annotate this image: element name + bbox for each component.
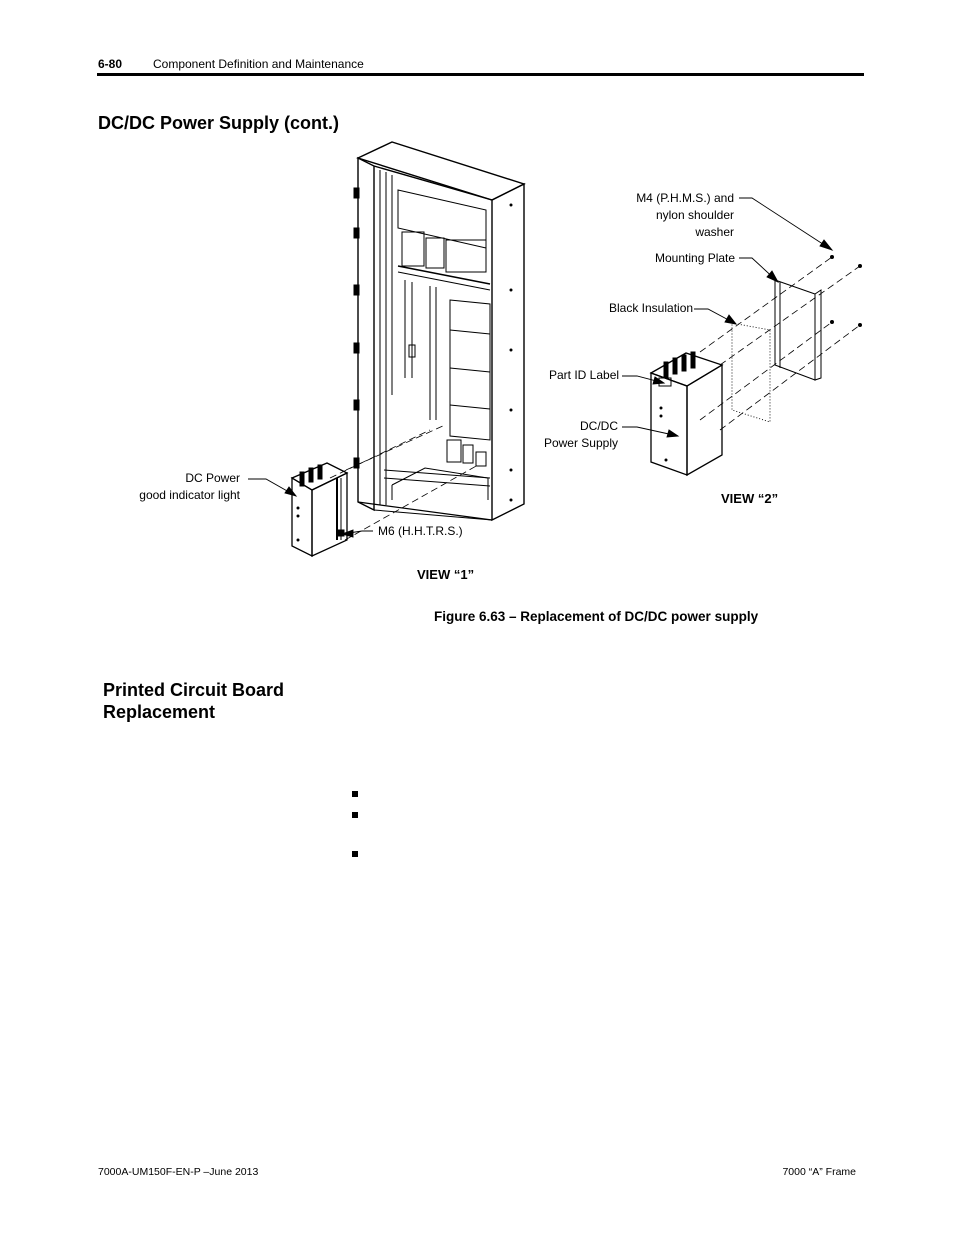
chapter-title: Component Definition and Maintenance bbox=[153, 57, 364, 71]
section-title-pcb-line2: Replacement bbox=[103, 702, 216, 722]
callout-m4: M4 (P.H.M.S.) and nylon shoulder washer bbox=[616, 190, 734, 241]
bullet-marker bbox=[352, 812, 358, 818]
callout-mounting-plate: Mounting Plate bbox=[655, 251, 736, 265]
view1-label: VIEW “1” bbox=[417, 567, 475, 582]
callout-dcdc-line2: Power Supply bbox=[543, 436, 618, 450]
page-number: 6-80 bbox=[98, 57, 123, 71]
leader-lines bbox=[248, 197, 834, 538]
figure-caption: Figure 6.63 – Replacement of DC/DC power… bbox=[434, 609, 759, 624]
callout-m6: M6 (H.H.T.R.S.) bbox=[378, 524, 463, 538]
callout-part-id-label: Part ID Label bbox=[549, 368, 620, 382]
section-title-dcdc: DC/DC Power Supply (cont.) bbox=[98, 113, 340, 133]
footer-doc-id: 7000A-UM150F-EN-P –June 2013 bbox=[98, 1166, 259, 1178]
bullet-marker bbox=[352, 851, 358, 857]
exploded-view2 bbox=[649, 255, 862, 477]
bullet-marker bbox=[352, 791, 358, 797]
callout-m4-line2: nylon shoulder washer bbox=[655, 208, 734, 239]
section-title-pcb-line1: Printed Circuit Board bbox=[103, 680, 285, 700]
callout-black-insulation: Black Insulation bbox=[609, 301, 694, 315]
figure-dcdc-replacement: DC Power good indicator light M6 (H.H.T.… bbox=[130, 135, 870, 600]
callout-dc-power-light: DC Power good indicator light bbox=[139, 470, 240, 504]
view2-label: VIEW “2” bbox=[721, 491, 779, 506]
header-rule bbox=[97, 73, 864, 76]
cabinet-drawing bbox=[353, 141, 526, 522]
callout-dcdc-line1: DC/DC bbox=[580, 419, 618, 433]
footer-product: 7000 “A” Frame bbox=[782, 1166, 856, 1178]
callout-m4-line1: M4 (P.H.M.S.) and bbox=[636, 191, 734, 205]
callout-dc-power-line2: good indicator light bbox=[139, 488, 240, 502]
callout-dc-power-line1: DC Power bbox=[185, 471, 240, 485]
section-title-pcb: Printed Circuit Board Replacement bbox=[103, 679, 284, 723]
dcdc-module-view1 bbox=[290, 424, 479, 558]
technical-drawing bbox=[248, 141, 862, 558]
callout-dcdc-supply: DC/DC Power Supply bbox=[530, 418, 618, 452]
